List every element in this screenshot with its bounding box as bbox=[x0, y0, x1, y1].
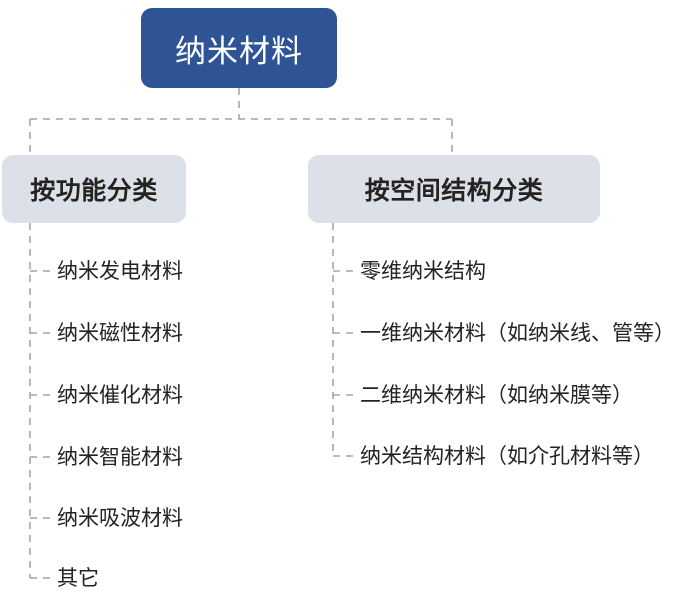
leaf-structure-3[interactable]: 二维纳米材料（如纳米膜等） bbox=[360, 384, 633, 407]
leaf-function-5[interactable]: 纳米吸波材料 bbox=[57, 507, 183, 530]
branch-node-by-spatial-structure[interactable]: 按空间结构分类 bbox=[308, 155, 600, 223]
leaf-function-2[interactable]: 纳米磁性材料 bbox=[57, 322, 183, 345]
leaf-structure-2[interactable]: 一维纳米材料（如纳米线、管等） bbox=[360, 322, 675, 345]
branch-node-by-function[interactable]: 按功能分类 bbox=[2, 155, 186, 223]
root-node-nanomaterials[interactable]: 纳米材料 bbox=[141, 8, 337, 88]
leaf-function-3[interactable]: 纳米催化材料 bbox=[57, 384, 183, 407]
leaf-function-6[interactable]: 其它 bbox=[57, 567, 99, 590]
leaf-structure-1[interactable]: 零维纳米结构 bbox=[360, 260, 486, 283]
leaf-function-1[interactable]: 纳米发电材料 bbox=[57, 260, 183, 283]
leaf-structure-4[interactable]: 纳米结构材料（如介孔材料等） bbox=[360, 445, 654, 468]
leaf-function-4[interactable]: 纳米智能材料 bbox=[57, 446, 183, 469]
